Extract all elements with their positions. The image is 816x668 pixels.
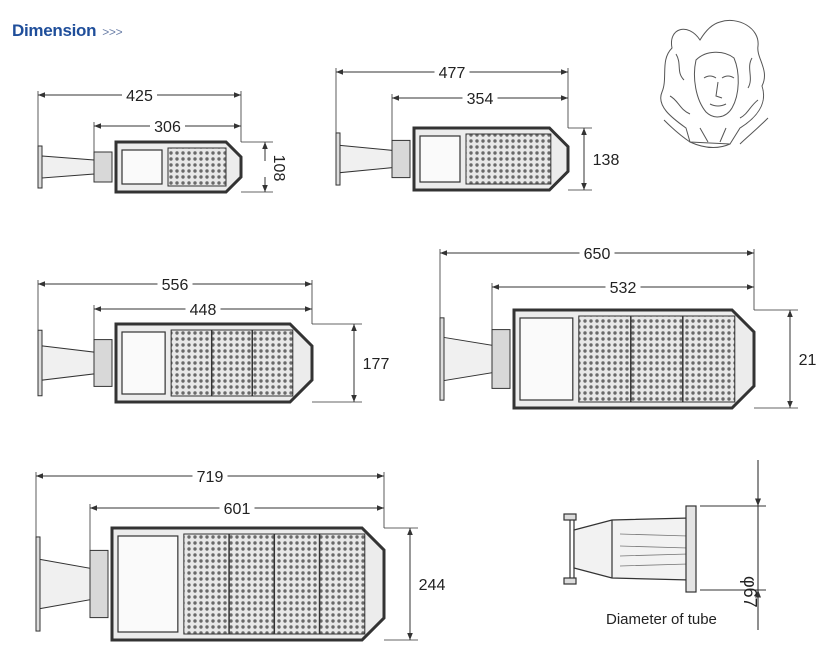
driver-compartment — [121, 331, 166, 395]
body-length-label-bg — [150, 120, 185, 136]
title-text: Dimension — [12, 21, 97, 40]
height-label-bg — [794, 353, 816, 369]
mount-arm — [41, 345, 95, 381]
body-length-label: 532 — [610, 280, 637, 297]
page-title: Dimension >>> — [12, 21, 123, 41]
height-label: 244 — [419, 577, 446, 594]
height-label: 177 — [363, 356, 390, 373]
height-label: 108 — [270, 155, 287, 182]
body-length-label-bg — [462, 92, 498, 108]
portrait-sketch-icon — [660, 20, 769, 148]
body-length-label-bg — [219, 502, 255, 518]
body-length-label-bg — [605, 281, 641, 297]
mount-arm — [339, 144, 393, 174]
height-label-bg — [358, 357, 394, 373]
height-label-bg — [261, 161, 297, 177]
mount-arm — [443, 336, 493, 382]
mount-bracket — [391, 139, 411, 179]
tube-diameter-dimension — [700, 460, 766, 630]
title-arrows: >>> — [102, 25, 123, 39]
mount-bracket — [93, 339, 113, 387]
body-length-label-bg — [185, 303, 221, 319]
mount-bracket — [89, 549, 109, 619]
mount-arm — [41, 155, 95, 179]
total-length-label: 650 — [584, 246, 611, 263]
mount-plate — [439, 317, 445, 401]
mount-bracket — [491, 329, 511, 389]
total-length-label-bg — [122, 89, 157, 105]
total-length-label-bg — [434, 66, 470, 82]
tube-diameter-label: φ67 — [740, 576, 760, 608]
total-length-label: 719 — [197, 469, 224, 486]
height-label: 210 — [799, 352, 816, 369]
height-label-bg — [588, 153, 624, 169]
tube-caption: Diameter of tube — [606, 611, 717, 628]
tube-detail — [563, 505, 697, 593]
led-panel — [578, 315, 736, 403]
led-panel — [465, 133, 552, 185]
total-length-label-bg — [192, 470, 228, 486]
mount-plate — [35, 536, 41, 632]
body-length-label: 354 — [467, 91, 494, 108]
driver-compartment — [117, 535, 179, 633]
driver-compartment — [419, 135, 461, 183]
mount-plate — [37, 329, 43, 397]
total-length-label-bg — [157, 278, 193, 294]
total-length-label-bg — [579, 247, 615, 263]
body-length-label: 306 — [154, 119, 181, 136]
mount-plate — [37, 145, 43, 189]
total-length-label: 477 — [439, 65, 466, 82]
mount-bracket — [93, 151, 113, 183]
driver-compartment — [121, 149, 163, 185]
body-length-label: 601 — [224, 501, 251, 518]
led-panel — [170, 329, 294, 397]
body-length-label: 448 — [190, 302, 217, 319]
mount-arm — [39, 558, 91, 610]
total-length-label: 556 — [162, 277, 189, 294]
height-label-bg — [414, 578, 450, 594]
fixture-drawing-4: 650 532 210 — [439, 246, 816, 410]
height-label: 138 — [593, 152, 620, 169]
total-length-label: 425 — [126, 88, 153, 105]
mount-plate — [335, 132, 341, 186]
driver-compartment — [519, 317, 574, 401]
led-panel — [167, 147, 227, 187]
